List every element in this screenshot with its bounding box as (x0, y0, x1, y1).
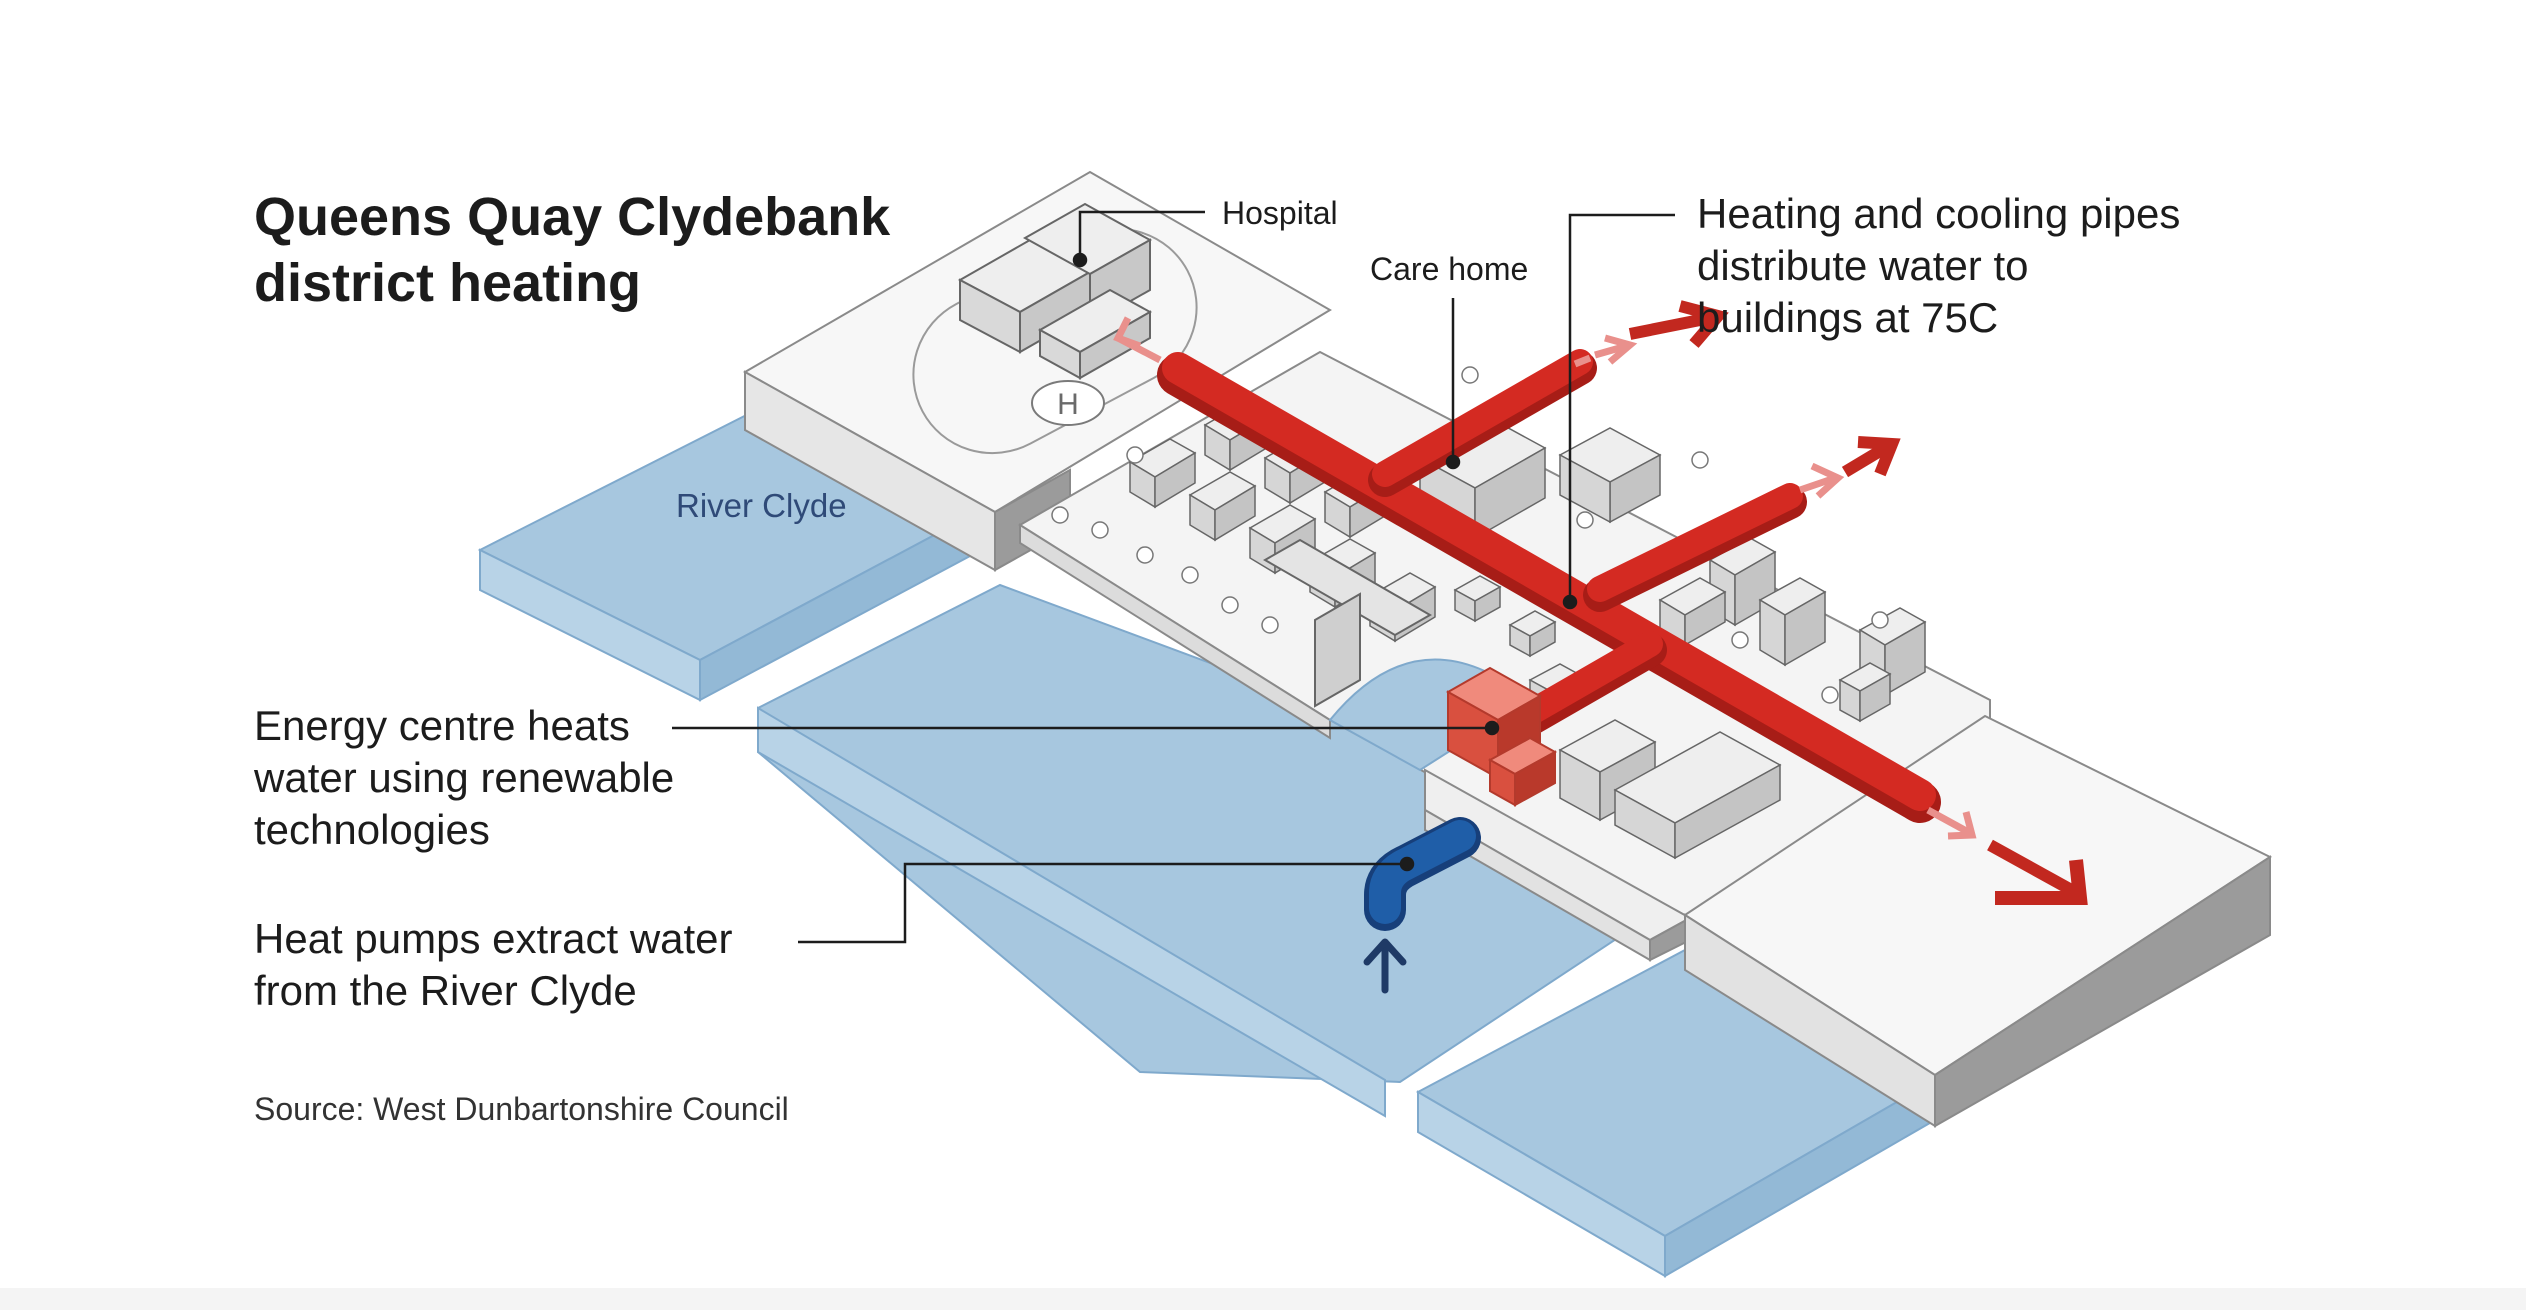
heat-pumps-callout-line-2: from the River Clyde (254, 967, 637, 1014)
heating-pipes (1157, 349, 1941, 823)
pipes-callout-line-3: buildings at 75C (1697, 294, 1999, 341)
title-line-2: district heating (254, 253, 642, 313)
heat-pumps-callout: Heat pumps extract water from the River … (254, 913, 733, 1017)
energy-centre-callout-line-2: water using renewable (254, 754, 675, 801)
title-line-1: Queens Quay Clydebank (254, 187, 891, 247)
hospital-building (957, 202, 1153, 380)
arrow-up-icon (1363, 938, 1407, 994)
pipes-callout-line-1: Heating and cooling pipes (1697, 190, 2181, 237)
river-water (477, 396, 1937, 1278)
care-home-label: Care home (1370, 251, 1529, 287)
title: Queens Quay Clydebank district heating (254, 184, 890, 316)
source-note: Source: West Dunbartonshire Council (254, 1091, 789, 1127)
heat-pumps-callout-line-1: Heat pumps extract water (254, 915, 733, 962)
energy-centre-callout-line-3: technologies (254, 806, 490, 853)
bridge (1262, 538, 1433, 708)
svg-text:H: H (1057, 388, 1079, 421)
leader-lines (672, 210, 1675, 944)
hospital-label: Hospital (1222, 195, 1338, 231)
energy-centre-callout-line-1: Energy centre heats (254, 702, 630, 749)
pipes-callout-line-2: distribute water to (1697, 242, 2029, 289)
trees (1051, 366, 1889, 704)
page-bottom-bar (0, 1288, 2526, 1310)
energy-centre (1445, 666, 1558, 807)
arrow-out-icon (1113, 300, 2088, 905)
river-label: River Clyde (676, 487, 847, 524)
pipes-callout: Heating and cooling pipes distribute wat… (1697, 188, 2180, 344)
energy-centre-callout: Energy centre heats water using renewabl… (254, 700, 674, 856)
